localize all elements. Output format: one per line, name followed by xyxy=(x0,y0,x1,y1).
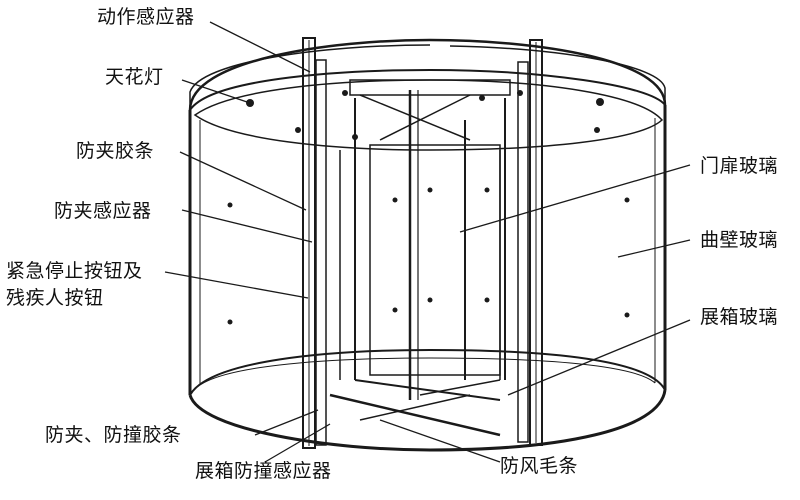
leader-anti-pinch-sensor xyxy=(181,209,313,243)
leader-showcase-glass xyxy=(507,319,691,396)
leader-motion-sensor xyxy=(209,21,311,73)
glass-fixing-dots xyxy=(227,187,630,325)
floor-ring xyxy=(188,348,667,452)
leader-anti-pinch-strip xyxy=(179,151,307,211)
door-leaves xyxy=(329,79,511,437)
left-post xyxy=(302,37,327,449)
label-anti-pinch-sensor: 防夹感应器 xyxy=(54,200,152,222)
leader-curved-glass xyxy=(617,239,691,258)
label-door-leaf-glass: 门扉玻璃 xyxy=(700,155,779,177)
ceiling-panel xyxy=(193,79,664,151)
leader-lines xyxy=(164,21,691,463)
label-emergency-stop-line2: 残疾人按钮 xyxy=(6,287,104,309)
label-motion-sensor: 动作感应器 xyxy=(97,6,195,28)
label-wind-brush-strip: 防风毛条 xyxy=(500,455,579,477)
leader-wind-brush xyxy=(379,419,501,463)
label-emergency-stop: 紧急停止按钮及 残疾人按钮 xyxy=(6,258,143,312)
drum-sides xyxy=(188,105,667,395)
label-anti-pinch-collision-strip: 防夹、防撞胶条 xyxy=(45,424,182,446)
leader-showcase-sensor xyxy=(264,423,331,463)
label-curved-wall-glass: 曲壁玻璃 xyxy=(700,229,779,251)
canopy-top xyxy=(188,38,667,111)
label-showcase-collision-sensor: 展箱防撞感应器 xyxy=(195,460,332,482)
label-emergency-stop-line1: 紧急停止按钮及 xyxy=(6,260,143,282)
ceiling-light-dots xyxy=(246,90,604,140)
leader-anti-pinch-collision xyxy=(254,409,319,436)
right-post xyxy=(517,39,543,446)
label-showcase-glass: 展箱玻璃 xyxy=(700,306,779,328)
leader-emergency-stop xyxy=(164,271,309,299)
label-anti-pinch-strip: 防夹胶条 xyxy=(76,140,155,162)
label-ceiling-light: 天花灯 xyxy=(105,66,164,88)
leader-ceiling-light xyxy=(181,79,251,104)
leader-door-glass xyxy=(459,164,691,233)
